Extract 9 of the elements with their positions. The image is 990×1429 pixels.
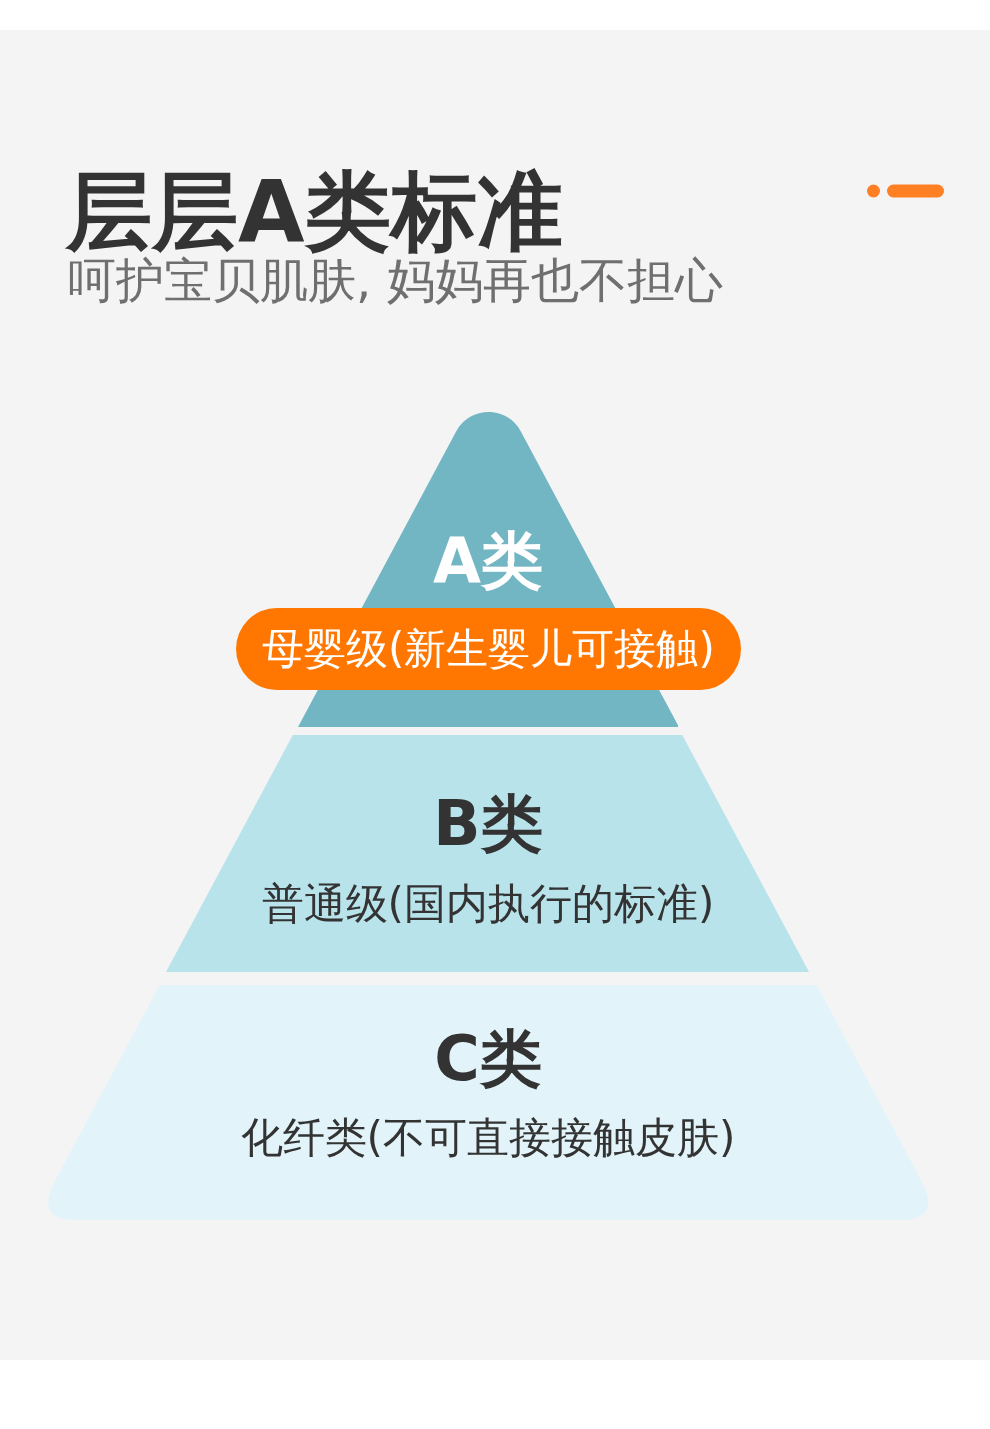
tier-heading: A类 bbox=[433, 530, 543, 592]
pyramid-tier bbox=[166, 735, 810, 972]
tier-heading: B类 bbox=[433, 793, 543, 855]
subtitle: 呵护宝贝肌肤, 妈妈再也不担心 bbox=[68, 254, 723, 307]
page-title: 层层A类标准 bbox=[66, 168, 563, 254]
tier-description: 普通级(国内执行的标准) bbox=[261, 882, 715, 927]
tier-heading: C类 bbox=[434, 1028, 542, 1090]
tier-description: 化纤类(不可直接接触皮肤) bbox=[240, 1116, 736, 1161]
grade-pill: 母婴级(新生婴儿可接触) bbox=[236, 608, 741, 690]
